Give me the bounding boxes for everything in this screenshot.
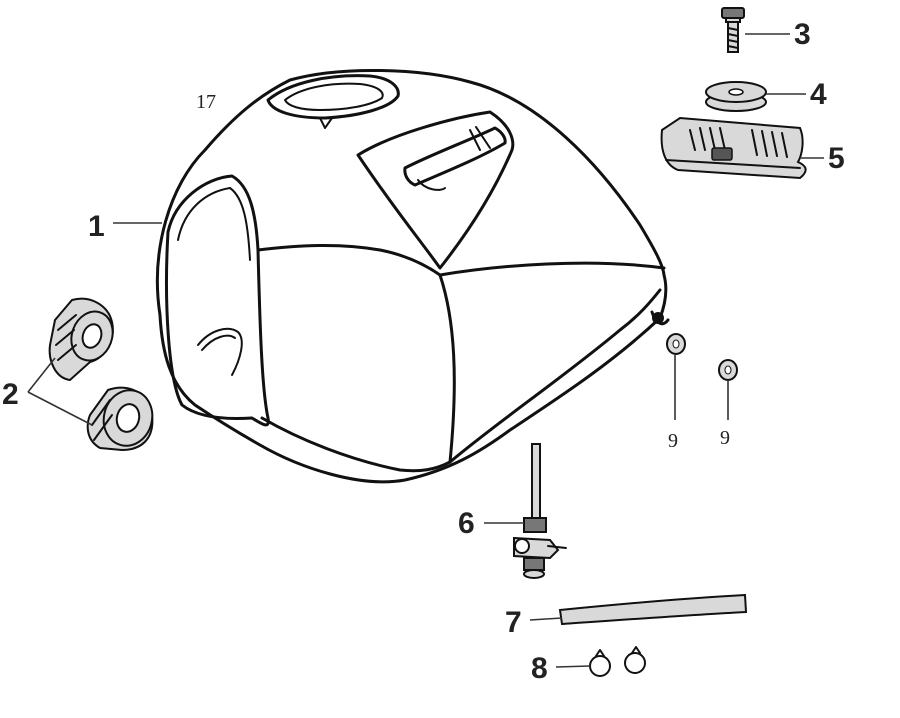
hose-clip-left (589, 649, 611, 677)
callout-2: 2 (2, 378, 19, 411)
callout-4: 4 (810, 78, 827, 111)
rubber-washer (705, 81, 767, 112)
callout-7: 7 (505, 606, 522, 639)
fuel-hose (558, 593, 748, 626)
callout-6: 6 (458, 507, 475, 540)
small-washer-right (718, 359, 738, 381)
rubber-grommet-lower (86, 386, 154, 452)
fuel-tank (156, 69, 670, 484)
callout-5: 5 (828, 142, 845, 175)
callout-3: 3 (794, 18, 811, 51)
fuel-cock (513, 443, 567, 579)
leader-lines (27, 33, 824, 668)
callout-17: 17 (196, 91, 216, 113)
callout-9-left: 9 (668, 430, 678, 452)
rubber-mount-pad (660, 116, 807, 180)
callout-9-right: 9 (720, 427, 730, 449)
bolt (721, 7, 745, 53)
rubber-grommet-upper (48, 297, 114, 382)
hose-clip-right (624, 646, 646, 674)
small-washer-left (666, 333, 686, 355)
callout-1: 1 (88, 210, 105, 243)
callout-8: 8 (531, 652, 548, 685)
